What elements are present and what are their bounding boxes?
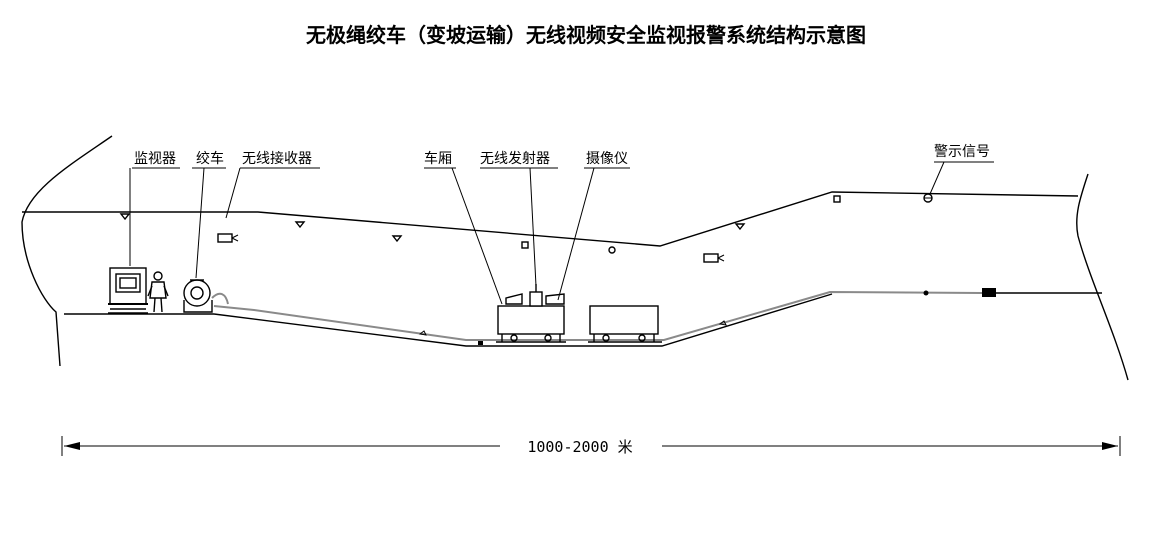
roof-device — [294, 221, 306, 229]
leader-camera — [557, 167, 595, 301]
dimension-line — [61, 436, 1121, 456]
wall-camera-icon — [703, 253, 725, 263]
dimension-label: 1000-2000 米 — [527, 438, 632, 456]
tunnel-floor-slope — [213, 293, 833, 347]
tunnel-roof — [22, 191, 1079, 247]
label-monitor: 监视器 — [134, 151, 176, 167]
camera-icon — [505, 293, 565, 305]
leader-winch — [195, 167, 205, 279]
wireless-transmitter-icon — [529, 284, 543, 307]
leader-receiver — [225, 167, 241, 219]
roof-device — [833, 195, 841, 203]
winch-icon — [183, 279, 213, 313]
leader-carriage — [451, 167, 503, 305]
label-warning-signal: 警示信号 — [934, 144, 990, 160]
roof-device — [119, 213, 131, 221]
floor-device — [418, 330, 427, 336]
tunnel-left-wall — [21, 135, 113, 367]
roof-device — [608, 246, 616, 254]
leader-transmitter — [529, 167, 537, 287]
leader-warning — [929, 161, 945, 195]
wall-camera-icon — [217, 233, 239, 243]
floor-device — [718, 320, 727, 326]
rope-node — [923, 290, 929, 296]
label-carriage: 车厢 — [424, 150, 452, 167]
roof-device — [521, 241, 529, 249]
label-camera: 摄像仪 — [586, 151, 628, 167]
label-receiver: 无线接收器 — [242, 150, 312, 167]
tunnel-right-wall — [1076, 173, 1129, 381]
floor-device — [478, 341, 483, 345]
roof-device — [391, 235, 403, 243]
operator-figure-icon — [147, 271, 169, 313]
diagram-title: 无极绳绞车（变坡运输）无线视频安全监视报警系统结构示意图 — [306, 23, 866, 47]
label-winch: 绞车 — [196, 150, 224, 167]
label-transmitter: 无线发射器 — [480, 151, 550, 167]
carriage-icon — [588, 305, 662, 343]
monitor-station-icon — [108, 267, 148, 314]
warning-signal-icon — [923, 193, 933, 203]
roof-device — [734, 223, 746, 231]
haul-rope — [213, 290, 983, 341]
winch-rope-loop — [211, 292, 229, 305]
rope-tensioner — [982, 288, 996, 297]
carriage-icon — [496, 305, 566, 343]
